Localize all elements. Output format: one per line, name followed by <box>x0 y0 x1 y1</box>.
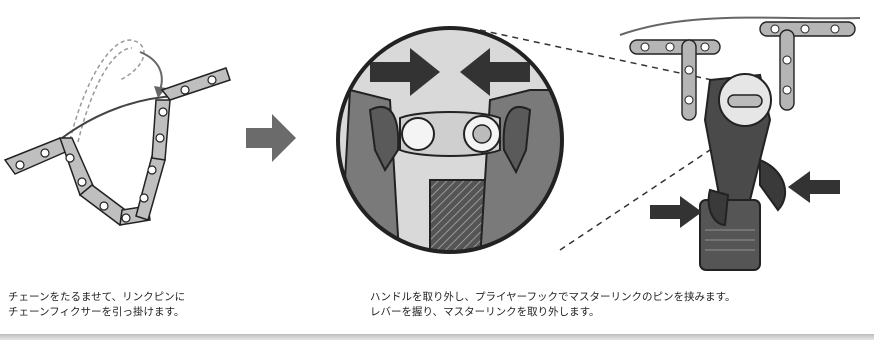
step1-caption-line2: チェーンフィクサーを引っ掛けます。 <box>8 305 185 320</box>
bottom-divider <box>0 334 874 340</box>
tool-on-chain-illustration <box>610 0 874 280</box>
step2-caption-line1: ハンドルを取り外し、プライヤーフックでマスターリンクのピンを挟みます。 <box>370 290 736 305</box>
step2-caption: ハンドルを取り外し、プライヤーフックでマスターリンクのピンを挟みます。 レバーを… <box>370 290 736 320</box>
step1-caption-line1: チェーンをたるませて、リンクピンに <box>8 290 185 305</box>
step1-caption: チェーンをたるませて、リンクピンに チェーンフィクサーを引っ掛けます。 <box>8 290 185 320</box>
step2-caption-line2: レバーを握り、マスターリンクを取り外します。 <box>370 305 736 320</box>
